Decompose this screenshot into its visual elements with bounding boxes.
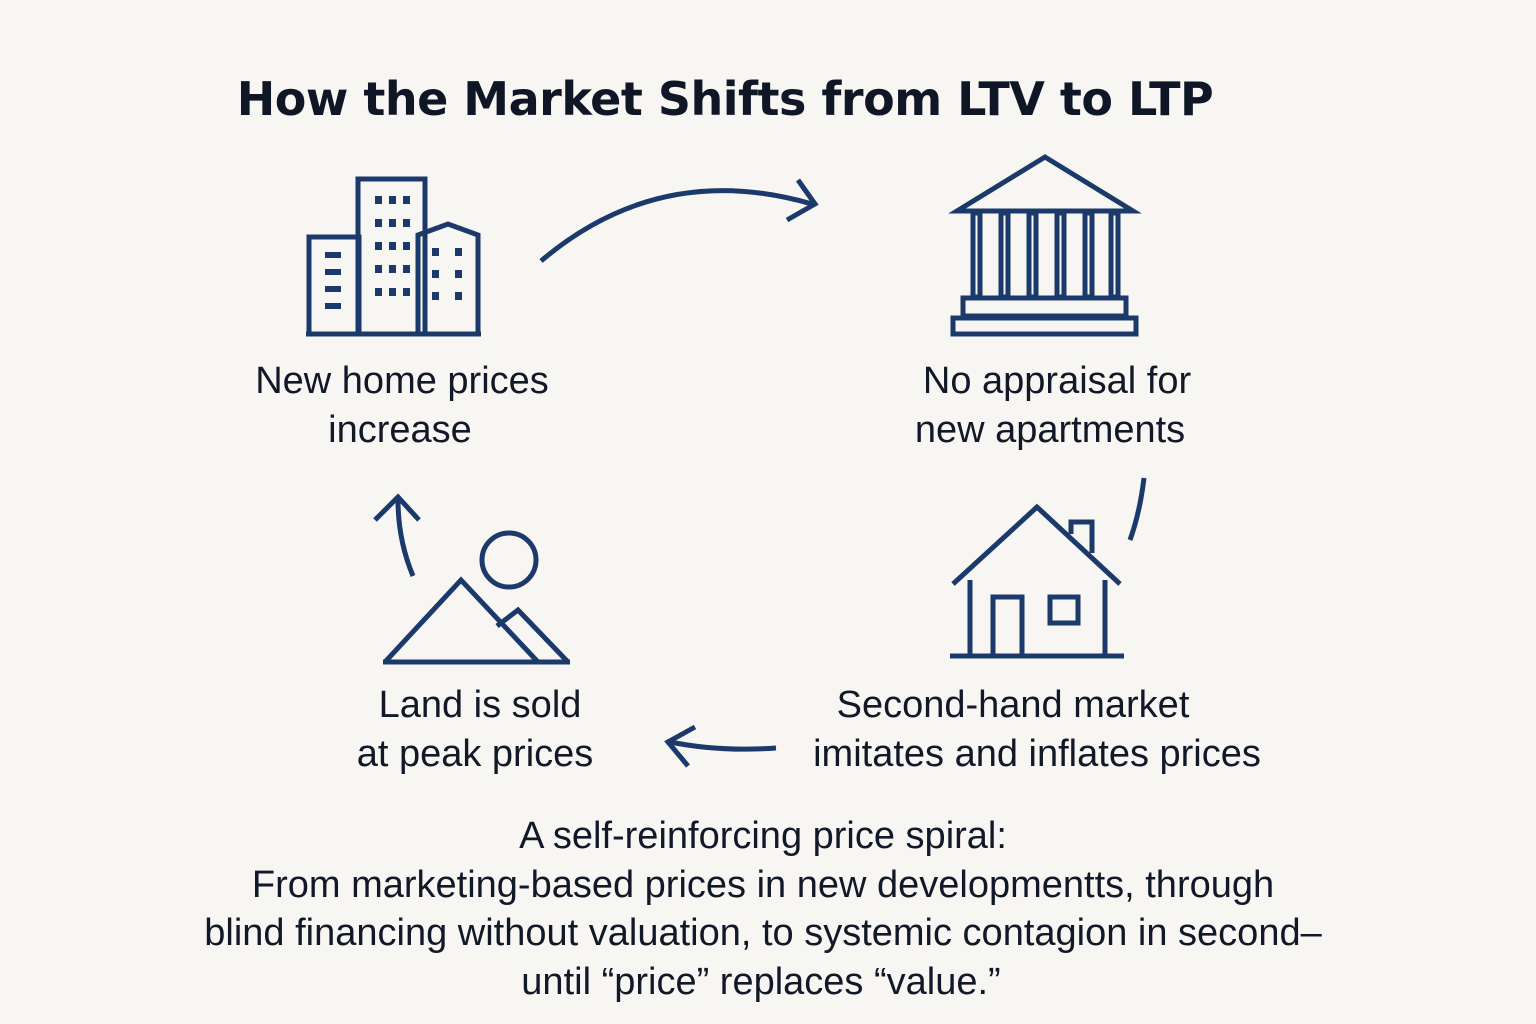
caption-line: until “price” replaces “value.”: [521, 960, 1001, 1003]
node-label-line: New home prices: [255, 360, 549, 402]
caption-line: From marketing-based prices in new devel…: [251, 863, 1275, 906]
caption-line: blind financing without valuation, to sy…: [204, 912, 1322, 954]
bank-building-icon: [948, 154, 1142, 337]
node-label-line: Second-hand market: [836, 684, 1190, 726]
node-label-second-hand-market: Second-hand market imitates and inflates…: [775, 681, 1275, 779]
house-icon: [950, 503, 1124, 659]
arrow-bottom: [664, 724, 777, 768]
node-label-line: at peak prices: [356, 733, 594, 775]
node-label-line: imitates and inflates prices: [813, 733, 1261, 775]
diagram-title: How the Market Shifts from LTV to LTP: [236, 72, 1214, 126]
mountain-sun-icon: [383, 530, 570, 665]
arrow-right: [1127, 477, 1147, 541]
caption-block: A self-reinforcing price spiral: From ma…: [0, 812, 1536, 1006]
node-label-no-appraisal: No appraisal for new apartments: [857, 357, 1257, 455]
node-label-line: No appraisal for: [922, 360, 1192, 402]
node-label-line: increase: [328, 409, 472, 451]
arrow-top: [539, 178, 819, 263]
node-label-land-sold: Land is sold at peak prices: [325, 681, 635, 779]
node-label-new-home-prices: New home prices increase: [202, 357, 602, 455]
node-label-line: Land is sold: [378, 684, 582, 726]
caption-heading: A self-reinforcing price spiral:: [519, 815, 1007, 857]
node-label-line: new apartments: [914, 409, 1186, 451]
arrow-left: [373, 493, 421, 577]
city-buildings-icon: [306, 176, 481, 337]
